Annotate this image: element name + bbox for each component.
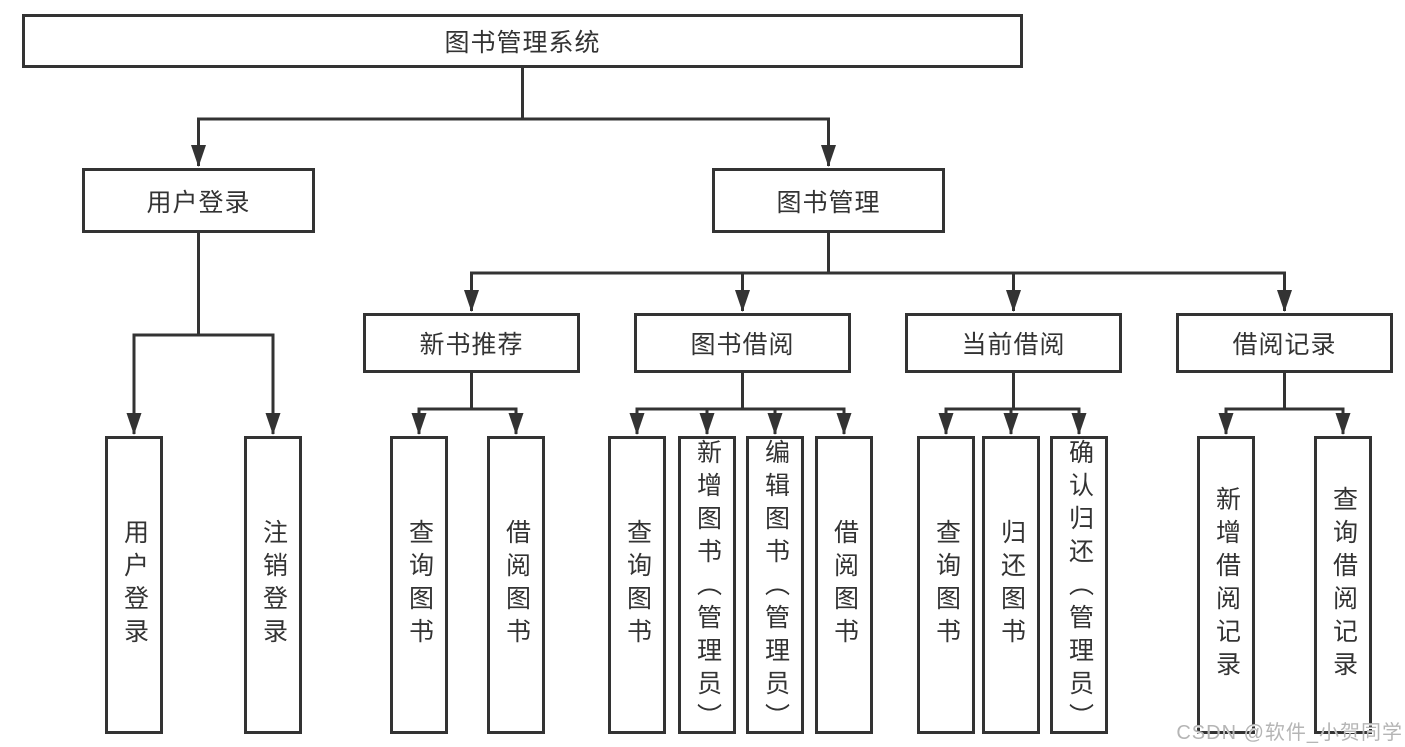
node-new-book-recommendation: 新书推荐 [363, 313, 580, 373]
leaf-query-borrow-record: 查询借阅记录 [1314, 436, 1372, 734]
leaf-query-books-recommend: 查询图书 [390, 436, 448, 734]
node-borrowing-records: 借阅记录 [1176, 313, 1393, 373]
leaf-borrow-books-recommend: 借阅图书 [487, 436, 545, 734]
leaf-return-books: 归还图书 [982, 436, 1040, 734]
leaf-add-borrow-record: 新增借阅记录 [1197, 436, 1255, 734]
leaf-confirm-return-admin: 确认归还（管理员） [1050, 436, 1108, 736]
leaf-query-books-borrow: 查询图书 [608, 436, 666, 734]
node-book-management: 图书管理 [712, 168, 945, 233]
leaf-user-login: 用户登录 [105, 436, 163, 734]
leaf-add-book-admin: 新增图书（管理员） [678, 436, 736, 736]
node-current-borrowing: 当前借阅 [905, 313, 1122, 373]
node-book-borrowing: 图书借阅 [634, 313, 851, 373]
leaf-query-books-current: 查询图书 [917, 436, 975, 734]
node-library-management-system: 图书管理系统 [22, 14, 1023, 68]
leaf-edit-book-admin: 编辑图书（管理员） [746, 436, 804, 736]
connector-arrows [126, 119, 1351, 435]
leaf-logout: 注销登录 [244, 436, 302, 734]
leaf-borrow-books: 借阅图书 [815, 436, 873, 734]
node-user-login: 用户登录 [82, 168, 315, 233]
watermark-csdn: CSDN @软件_小贺同学 [1176, 722, 1403, 744]
